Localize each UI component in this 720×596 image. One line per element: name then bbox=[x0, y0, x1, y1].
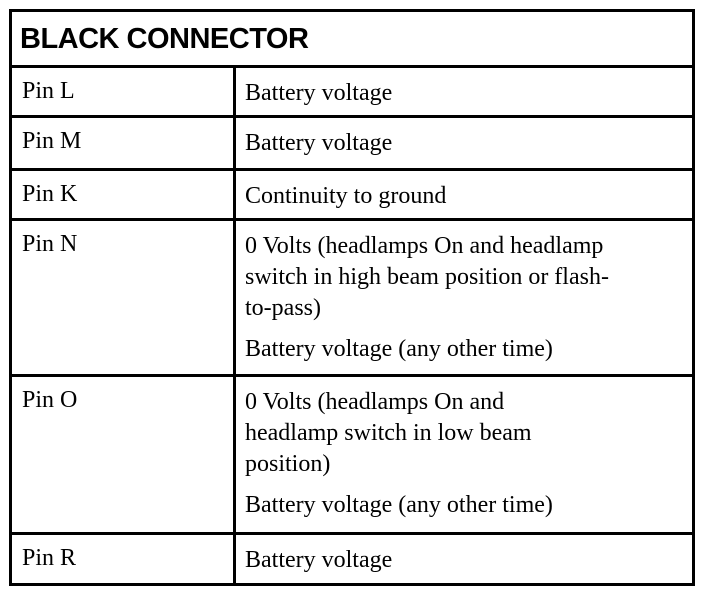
description-cell: 0 Volts (headlamps On and headlamp switc… bbox=[236, 377, 692, 532]
description-cell: Battery voltage bbox=[236, 535, 692, 583]
description-text: 0 Volts (headlamps On and headlamp switc… bbox=[245, 389, 532, 477]
description-text: Battery voltage bbox=[245, 80, 393, 106]
table-row: Pin N 0 Volts (headlamps On and headlamp… bbox=[12, 221, 692, 377]
description-text: Continuity to ground bbox=[245, 183, 447, 209]
table-row: Pin K Continuity to ground bbox=[12, 171, 692, 221]
description-cell: Battery voltage bbox=[236, 68, 692, 115]
description-text: Battery voltage (any other time) bbox=[245, 336, 553, 362]
table-header: BLACK CONNECTOR bbox=[12, 12, 692, 68]
connector-table: BLACK CONNECTOR Pin L Battery voltage Pi… bbox=[9, 9, 695, 586]
description-text: Battery voltage bbox=[245, 130, 393, 156]
description-text: 0 Volts (headlamps On and headlamp switc… bbox=[245, 233, 609, 321]
table-row: Pin O 0 Volts (headlamps On and headlamp… bbox=[12, 377, 692, 535]
pin-cell: Pin L bbox=[12, 68, 236, 115]
pin-cell: Pin O bbox=[12, 377, 236, 532]
description-cell: Battery voltage bbox=[236, 118, 692, 168]
description-text: Battery voltage (any other time) bbox=[245, 492, 553, 518]
pin-cell: Pin M bbox=[12, 118, 236, 168]
table-row: Pin L Battery voltage bbox=[12, 68, 692, 118]
description-cell: Continuity to ground bbox=[236, 171, 692, 218]
table-row: Pin M Battery voltage bbox=[12, 118, 692, 171]
description-cell: 0 Volts (headlamps On and headlamp switc… bbox=[236, 221, 692, 374]
pin-cell: Pin K bbox=[12, 171, 236, 218]
pin-cell: Pin N bbox=[12, 221, 236, 374]
table-row: Pin R Battery voltage bbox=[12, 535, 692, 583]
description-text: Battery voltage bbox=[245, 547, 393, 573]
table-title: BLACK CONNECTOR bbox=[20, 23, 309, 55]
pin-cell: Pin R bbox=[12, 535, 236, 583]
